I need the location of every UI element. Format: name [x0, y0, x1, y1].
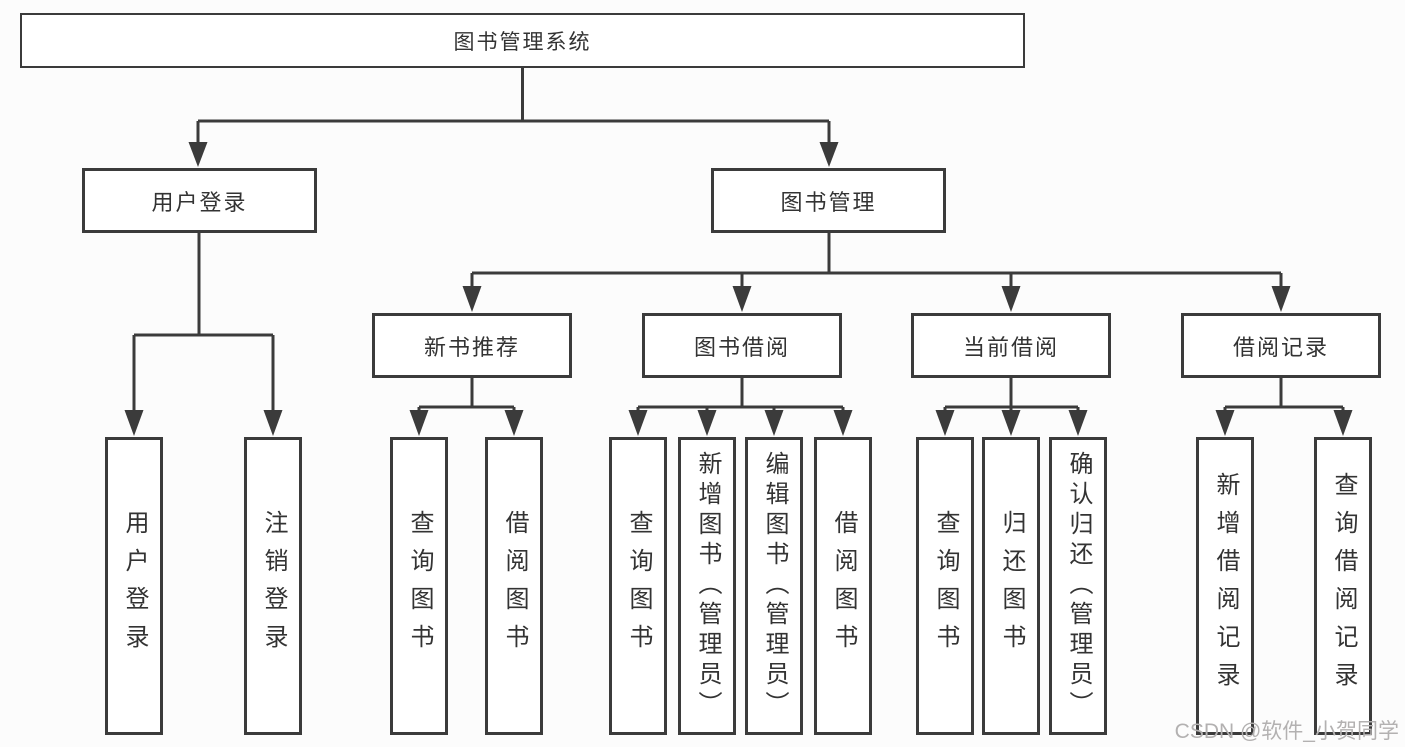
node-current-borrow-label: 当前借阅: [962, 334, 1059, 360]
node-book-borrow: 图书借阅: [642, 313, 842, 378]
root-node-label: 图书管理系统: [453, 30, 592, 54]
leaf-query-books-borrow: 查询图书: [609, 437, 667, 735]
leaf-edit-books-admin-label: 编辑图书（管理员）: [761, 451, 788, 721]
node-new-book-recommend: 新书推荐: [372, 313, 572, 378]
leaf-add-borrow-record: 新增借阅记录: [1196, 437, 1254, 735]
leaf-query-borrow-record-label: 查询借阅记录: [1330, 472, 1357, 700]
node-borrow-records-label: 借阅记录: [1232, 334, 1329, 360]
leaf-return-books: 归还图书: [982, 437, 1040, 735]
leaf-borrow-books: 借阅图书: [814, 437, 872, 735]
leaf-borrow-books-recommend: 借阅图书: [485, 437, 543, 735]
node-book-management: 图书管理: [711, 168, 946, 233]
leaf-edit-books-admin: 编辑图书（管理员）: [745, 437, 803, 735]
leaf-confirm-return-admin: 确认归还（管理员）: [1049, 437, 1107, 735]
node-user-login: 用户登录: [82, 168, 317, 233]
leaf-add-books-admin-label: 新增图书（管理员）: [694, 451, 721, 721]
leaf-confirm-return-admin-label: 确认归还（管理员）: [1065, 451, 1092, 721]
root-node-library-system: 图书管理系统: [20, 13, 1025, 68]
node-borrow-records: 借阅记录: [1181, 313, 1381, 378]
node-book-management-label: 图书管理: [780, 189, 877, 215]
leaf-query-books-recommend: 查询图书: [390, 437, 448, 735]
leaf-logout: 注销登录: [244, 437, 302, 735]
leaf-query-books-current: 查询图书: [916, 437, 974, 735]
leaf-query-books-recommend-label: 查询图书: [406, 510, 433, 662]
leaf-query-books-borrow-label: 查询图书: [625, 510, 652, 662]
leaf-user-login-label: 用户登录: [121, 510, 148, 662]
leaf-return-books-label: 归还图书: [998, 510, 1025, 662]
leaf-user-login: 用户登录: [105, 437, 163, 735]
leaf-add-borrow-record-label: 新增借阅记录: [1212, 472, 1239, 700]
node-new-book-recommend-label: 新书推荐: [423, 334, 520, 360]
node-book-borrow-label: 图书借阅: [693, 334, 790, 360]
leaf-add-books-admin: 新增图书（管理员）: [678, 437, 736, 735]
leaf-borrow-books-label: 借阅图书: [830, 510, 857, 662]
node-current-borrow: 当前借阅: [911, 313, 1111, 378]
leaf-query-borrow-record: 查询借阅记录: [1314, 437, 1372, 735]
leaf-borrow-books-recommend-label: 借阅图书: [501, 510, 528, 662]
leaf-query-books-current-label: 查询图书: [932, 510, 959, 662]
leaf-logout-label: 注销登录: [260, 510, 287, 662]
node-user-login-label: 用户登录: [151, 189, 248, 215]
csdn-watermark: CSDN @软件_小贺同学: [1174, 720, 1399, 743]
